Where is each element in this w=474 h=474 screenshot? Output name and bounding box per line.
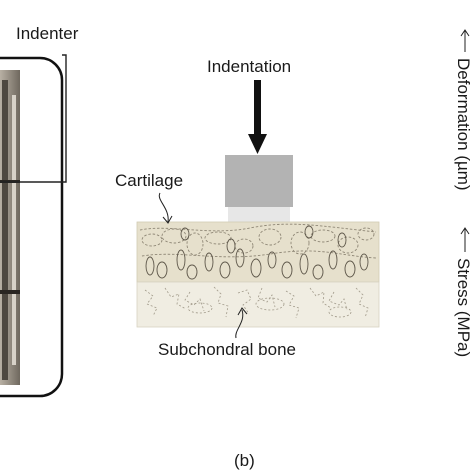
panel-b-label: (b) [234, 451, 255, 470]
cartilage-pointer [158, 192, 173, 224]
subchondral-bone-layer [136, 281, 380, 328]
indentation-arrow [248, 80, 267, 154]
stress-axis-group: Stress (MPa) [454, 227, 473, 357]
indenter-tip [228, 207, 290, 222]
stress-axis-label: Stress (MPa) [454, 258, 473, 357]
cartilage-layer [136, 221, 380, 283]
deformation-axis-group: Deformation (µm) [454, 29, 473, 191]
indenter-label: Indenter [16, 24, 79, 43]
cartilage-label: Cartilage [115, 171, 183, 190]
deformation-axis-label: Deformation (µm) [454, 58, 473, 191]
subchondral-bone-label: Subchondral bone [158, 340, 296, 359]
indentation-label: Indentation [207, 57, 291, 76]
subchondral-bone-pointer [235, 307, 248, 339]
indenter-leader-line [0, 54, 67, 183]
apparatus-photo [0, 56, 64, 398]
indenter-block [225, 155, 293, 207]
